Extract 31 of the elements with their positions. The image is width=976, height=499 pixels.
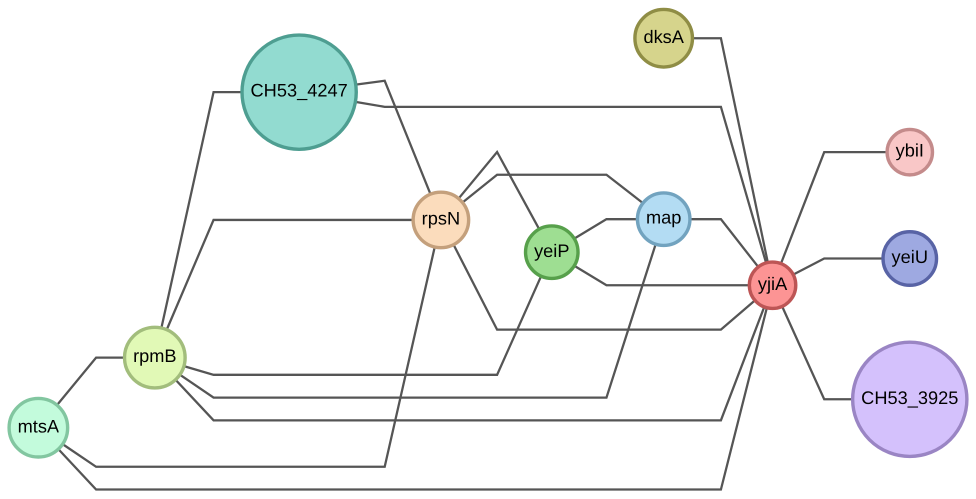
connector — [458, 150, 540, 230]
connector — [166, 218, 414, 330]
connector — [56, 356, 125, 406]
connector — [692, 37, 769, 263]
connector — [574, 264, 750, 286]
connector — [781, 306, 853, 400]
connector — [780, 151, 888, 264]
node-circle: rpmB — [122, 326, 187, 390]
node-circle: dksA — [633, 8, 694, 69]
connector — [179, 244, 657, 399]
node-circle: mtsA — [7, 396, 70, 459]
connector — [62, 246, 436, 468]
connector — [355, 100, 768, 264]
connector — [462, 174, 644, 204]
connector — [58, 307, 768, 491]
node-circle: rpsN — [411, 190, 470, 250]
connector — [690, 218, 760, 268]
node-circle: CH53_4247 — [240, 33, 358, 151]
connector — [160, 91, 242, 328]
node-circle: yeiP — [524, 224, 580, 280]
connector — [792, 257, 884, 276]
node-circle: map — [636, 191, 692, 248]
connector — [356, 80, 432, 195]
connector — [574, 218, 638, 240]
node-circle: ybiI — [885, 128, 934, 177]
connector — [452, 244, 756, 331]
node-circle: yjiA — [748, 260, 798, 310]
connector — [174, 306, 766, 422]
connector — [184, 276, 542, 376]
node-circle: yeiU — [881, 230, 938, 287]
node-circle: CH53_3925 — [850, 340, 969, 458]
